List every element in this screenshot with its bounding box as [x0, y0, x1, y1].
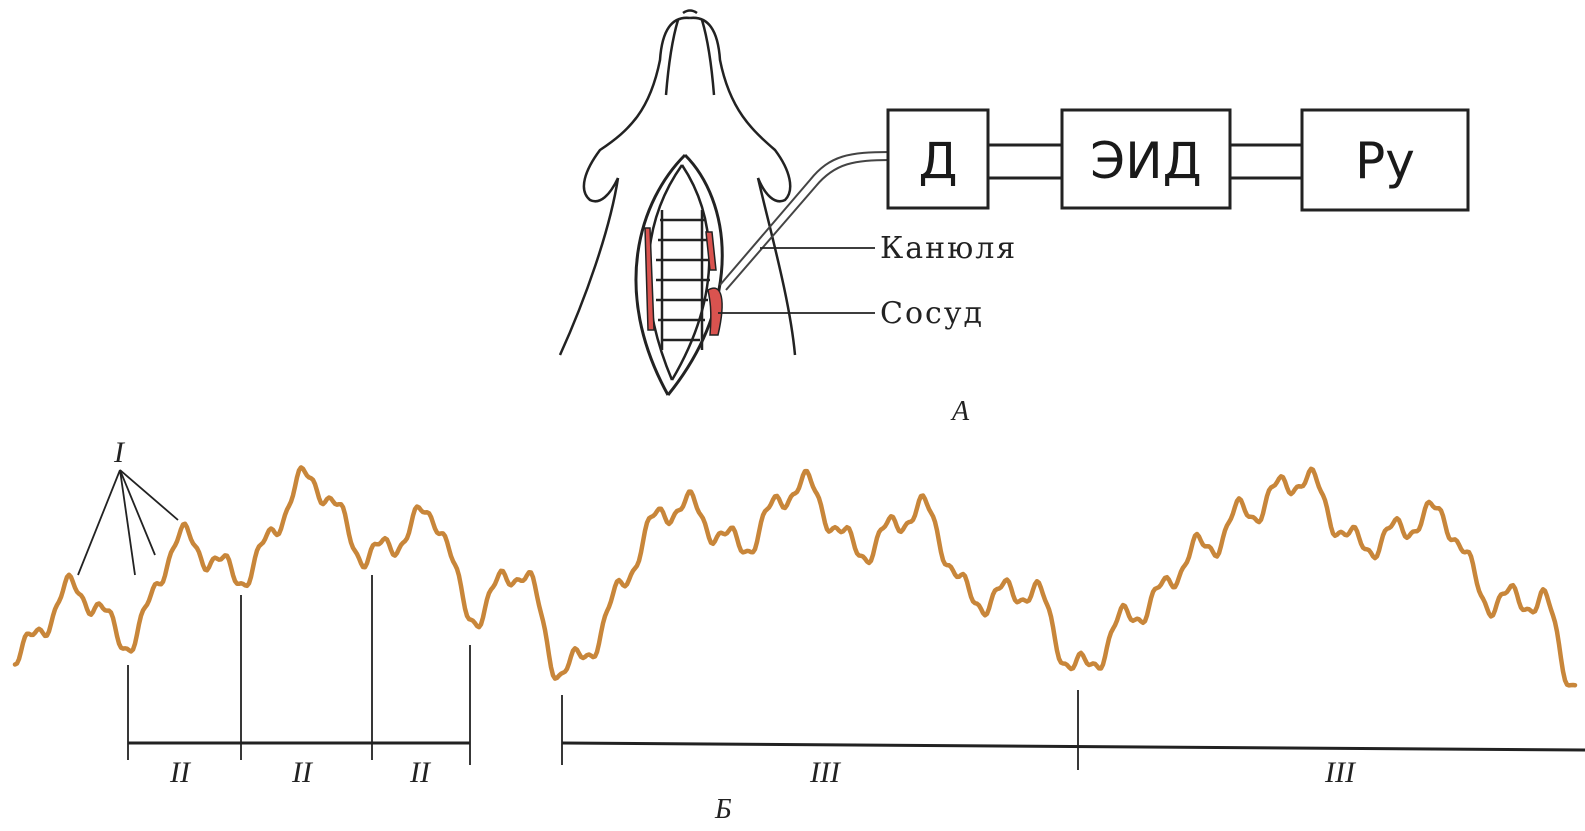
second-order-label-3: II: [409, 756, 432, 789]
first-order-label: I: [113, 436, 126, 469]
period-markers: [127, 575, 1079, 770]
vessel-label: Сосуд: [880, 296, 984, 331]
third-order-label-1: III: [809, 756, 842, 789]
period-brackets: [128, 741, 1585, 752]
converter-box: ЭИД: [1060, 108, 1232, 210]
first-order-pointers: [77, 469, 179, 576]
panel-a-letter: А: [950, 396, 970, 427]
connector-lines: [988, 143, 1302, 180]
second-order-label-1: II: [169, 756, 192, 789]
converter-label: ЭИД: [1090, 132, 1201, 190]
third-order-label-2: III: [1324, 756, 1357, 789]
blood-vessels: [644, 227, 723, 336]
cannula-label: Канюля: [880, 231, 1017, 266]
recorder-box: Ру: [1300, 108, 1470, 212]
rat-drawing: [558, 9, 797, 396]
second-order-label-2: II: [291, 756, 314, 789]
sensor-label: Д: [918, 132, 957, 190]
panel-b-letter: Б: [714, 794, 732, 825]
blood-pressure-trace: [12, 465, 1578, 688]
sensor-box: Д: [886, 108, 990, 210]
cannula-tube: [719, 151, 891, 291]
recorder-label: Ру: [1355, 132, 1415, 190]
